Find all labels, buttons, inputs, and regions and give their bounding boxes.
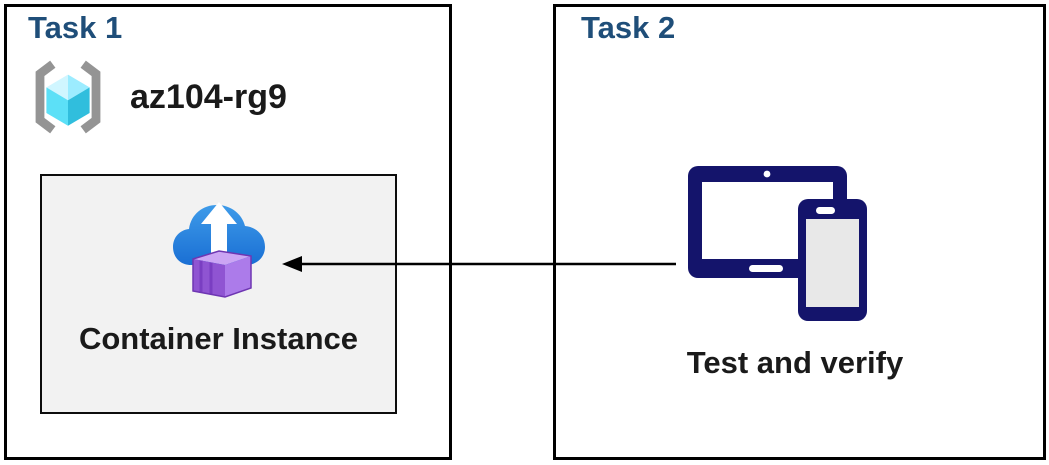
container-instance-box: Container Instance	[40, 174, 397, 414]
container-instances-icon	[172, 202, 265, 298]
devices-icon-wrap	[685, 163, 870, 323]
resource-group-icon	[35, 60, 101, 134]
resource-group-row: az104-rg9	[28, 57, 287, 137]
phone-speaker	[816, 207, 835, 214]
container-instance-label: Container Instance	[78, 321, 359, 356]
resource-group-name: az104-rg9	[130, 77, 287, 116]
upload-arrow-icon	[200, 202, 237, 255]
test-and-verify-label: Test and verify	[686, 345, 904, 380]
task1-title: Task 1	[28, 10, 123, 45]
tablet-home-button	[749, 265, 783, 272]
tablet-and-phone-icon	[688, 166, 867, 321]
task2-title: Task 2	[581, 10, 676, 45]
tablet-camera-dot	[763, 170, 771, 178]
